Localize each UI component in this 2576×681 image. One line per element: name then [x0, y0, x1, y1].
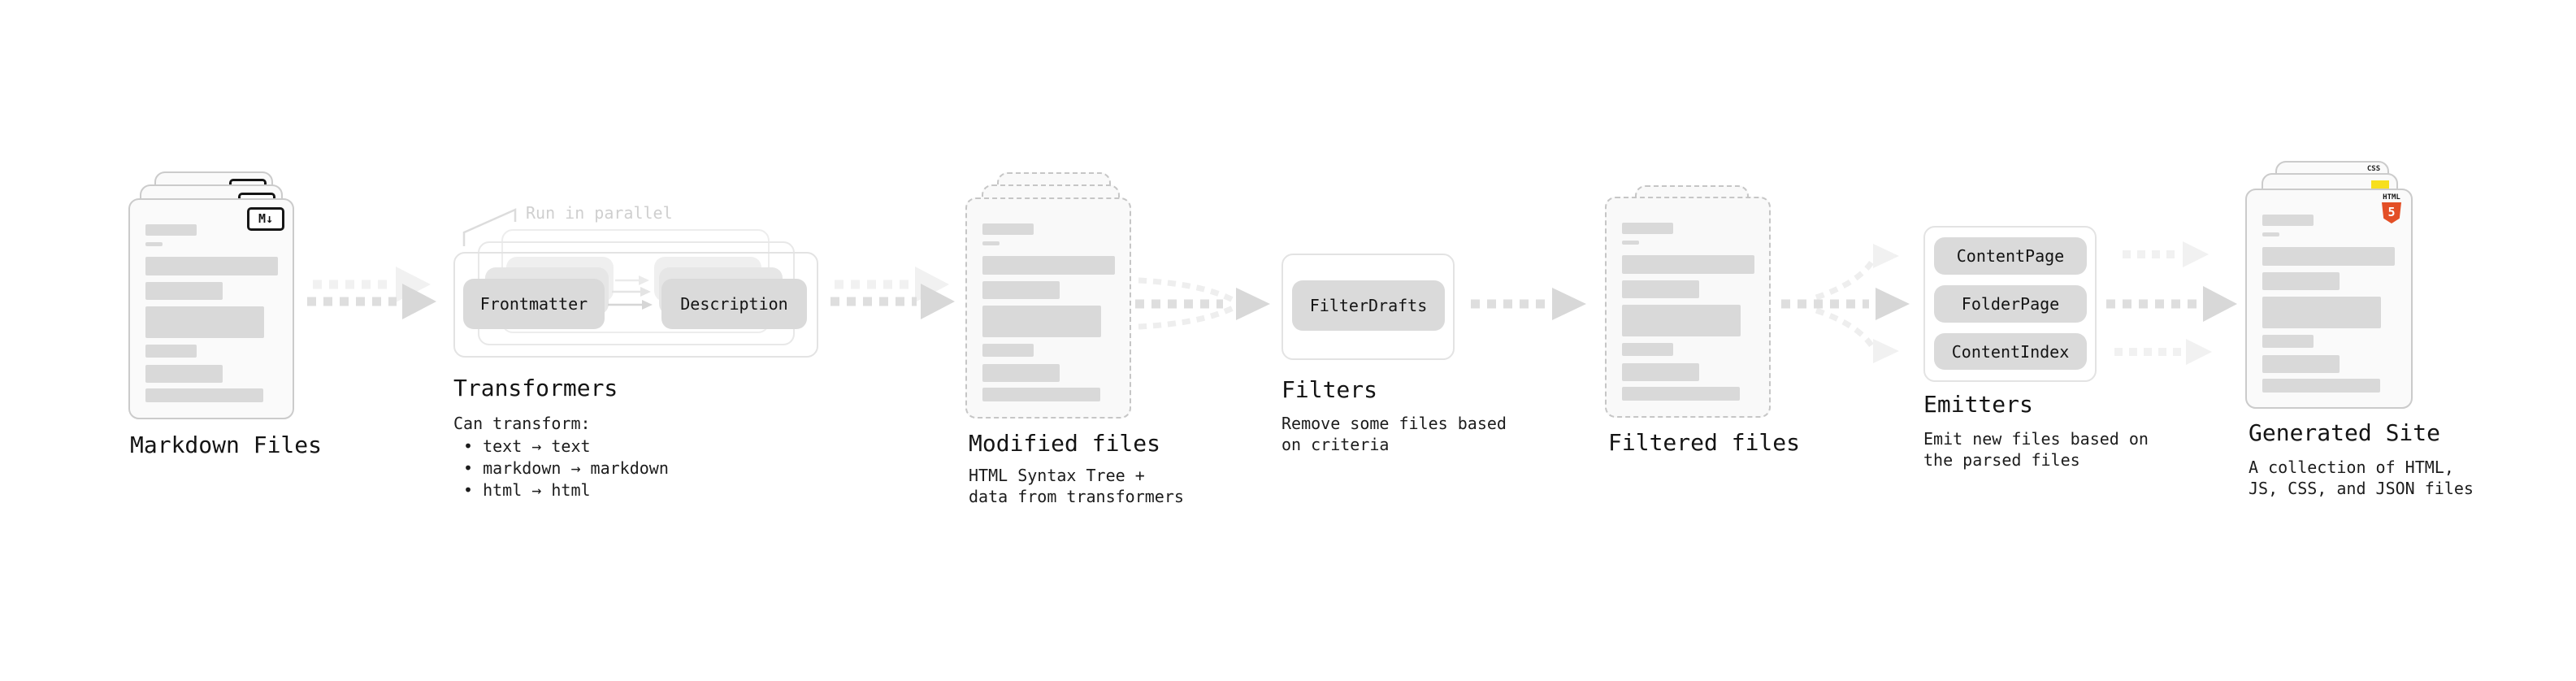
text-placeholder-bar [145, 282, 223, 300]
arrow-filters-to-filtered [1471, 288, 1586, 320]
generated-site-caption: A collection of HTML, JS, CSS, and JSON … [2249, 458, 2474, 498]
text-placeholder-bar [982, 344, 1034, 357]
text-placeholder-bar [2262, 335, 2314, 348]
document-placeholder-lines [982, 223, 1121, 401]
text-placeholder-bar [1622, 223, 1673, 234]
filterdrafts-pill: FilterDrafts [1292, 280, 1445, 331]
filters-label: Filters [1281, 376, 1378, 403]
description-pill: Description [661, 279, 807, 329]
text-placeholder-bar [982, 281, 1060, 299]
text-placeholder-bar [982, 364, 1060, 382]
filters-box [1281, 254, 1455, 360]
js-file-icon [2371, 180, 2389, 189]
arrow-transformers-to-modified-ghost [835, 267, 949, 302]
text-placeholder-bar [982, 223, 1034, 235]
text-placeholder-bar [145, 345, 197, 358]
modified-files-caption: HTML Syntax Tree + data from transformer… [969, 466, 1184, 506]
filtered-files-label: Filtered files [1608, 429, 1801, 456]
transformers-bullet: • text → text [463, 436, 591, 456]
text-placeholder-bar [145, 224, 197, 236]
filtered-file-card-front [1605, 197, 1771, 418]
arrow-markdown-to-transformers-ghost [313, 267, 431, 302]
text-placeholder-bar [2262, 232, 2279, 236]
text-placeholder-bar [2262, 215, 2314, 226]
emitters-caption: Emit new files based on the parsed files [1923, 429, 2149, 470]
text-placeholder-bar [1622, 363, 1699, 381]
text-placeholder-bar [982, 256, 1115, 275]
text-placeholder-bar [982, 241, 1000, 245]
arrow-emitters-to-generated [2106, 241, 2237, 365]
text-placeholder-bar [145, 388, 263, 402]
modified-file-card-front [965, 197, 1131, 419]
text-placeholder-bar [2262, 297, 2381, 328]
document-placeholder-lines [145, 224, 284, 402]
folderpage-pill: FolderPage [1934, 285, 2087, 323]
text-placeholder-bar [1622, 280, 1699, 298]
text-placeholder-bar [1622, 241, 1639, 245]
text-placeholder-bar [145, 306, 264, 338]
transformers-label: Transformers [453, 375, 618, 401]
text-placeholder-bar [2262, 247, 2395, 266]
frontmatter-pill: Frontmatter [463, 279, 605, 329]
generated-site-label: Generated Site [2249, 419, 2441, 446]
transformers-caption-title: Can transform: [453, 414, 591, 433]
document-placeholder-lines [2262, 215, 2400, 393]
markdown-icon: M↓ [247, 207, 284, 231]
emitters-label: Emitters [1923, 391, 2033, 418]
text-placeholder-bar [1622, 387, 1740, 401]
filters-caption: Remove some files based on criteria [1281, 414, 1507, 454]
generated-html-file-card: HTML 5 [2245, 189, 2413, 409]
text-placeholder-bar [982, 388, 1100, 401]
text-placeholder-bar [1622, 343, 1673, 356]
transformer-box-front [453, 252, 818, 358]
arrow-markdown-to-transformers [307, 284, 436, 319]
arrow-filtered-to-emitters [1781, 244, 1910, 363]
markdown-file-card-front: M↓ [128, 198, 294, 419]
html5-icon: HTML 5 [2381, 194, 2402, 223]
contentpage-pill: ContentPage [1934, 237, 2087, 275]
arrow-modified-to-filters [1135, 277, 1270, 330]
markdown-files-label: Markdown Files [130, 432, 323, 458]
text-placeholder-bar [145, 257, 278, 275]
text-placeholder-bar [2262, 379, 2380, 393]
emitters-box [1923, 226, 2097, 382]
text-placeholder-bar [145, 365, 223, 383]
modified-files-label: Modified files [969, 430, 1161, 457]
run-in-parallel-annotation: Run in parallel [526, 203, 673, 223]
transformers-bullet: • html → html [463, 480, 591, 500]
text-placeholder-bar [145, 242, 163, 246]
text-placeholder-bar [2262, 272, 2340, 290]
transformers-bullet: • markdown → markdown [463, 458, 669, 478]
text-placeholder-bar [2262, 355, 2340, 373]
arrow-transformers-to-modified [830, 284, 955, 319]
text-placeholder-bar [1622, 305, 1741, 336]
text-placeholder-bar [982, 306, 1101, 337]
text-placeholder-bar [1622, 255, 1754, 274]
document-placeholder-lines [1622, 223, 1760, 401]
contentindex-pill: ContentIndex [1934, 333, 2087, 370]
